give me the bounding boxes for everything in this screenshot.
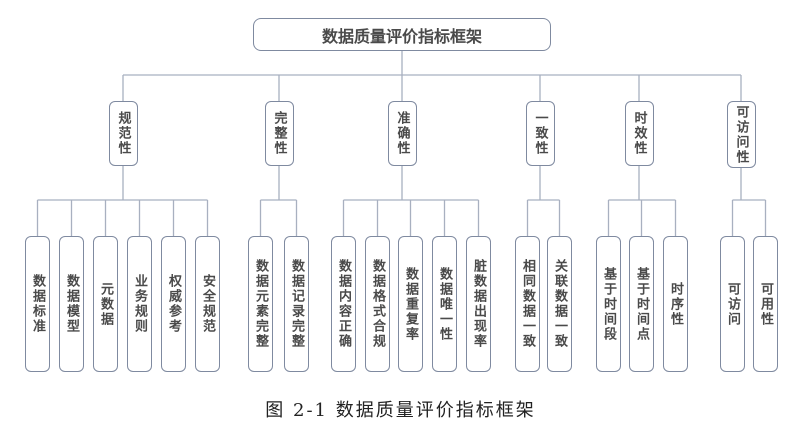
- indicator-node: 元数据: [93, 236, 118, 372]
- indicator-node: 可访问: [720, 236, 745, 372]
- indicator-node: 数据内容正确: [331, 236, 356, 372]
- category-node: 一致性: [525, 101, 555, 166]
- category-node: 规范性: [108, 101, 138, 166]
- indicator-node: 基于时间点: [629, 236, 654, 372]
- indicator-node: 权威参考: [161, 236, 186, 372]
- indicator-node: 关联数据一致: [547, 236, 572, 372]
- indicator-node: 可用性: [753, 236, 778, 372]
- indicator-node: 基于时间段: [596, 236, 621, 372]
- indicator-node: 安全规范: [195, 236, 220, 372]
- indicator-node: 时序性: [663, 236, 688, 372]
- indicator-node: 数据记录完整: [284, 236, 309, 372]
- indicator-node: 相同数据一致: [515, 236, 540, 372]
- indicator-node: 数据标准: [25, 236, 50, 372]
- indicator-node: 数据元素完整: [248, 236, 273, 372]
- indicator-node: 数据唯一性: [432, 236, 457, 372]
- indicator-node: 数据重复率: [398, 236, 423, 372]
- category-node: 完整性: [264, 101, 294, 166]
- indicator-node: 数据格式合规: [365, 236, 390, 372]
- category-node: 准确性: [387, 101, 417, 166]
- category-node: 时效性: [624, 101, 654, 166]
- figure-caption: 图 2-1 数据质量评价指标框架: [265, 400, 536, 421]
- indicator-node: 业务规则: [127, 236, 152, 372]
- indicator-node: 脏数据出现率: [466, 236, 491, 372]
- indicator-node: 数据模型: [59, 236, 84, 372]
- category-node: 可访问性: [726, 101, 756, 168]
- root-node: 数据质量评价指标框架: [253, 18, 551, 51]
